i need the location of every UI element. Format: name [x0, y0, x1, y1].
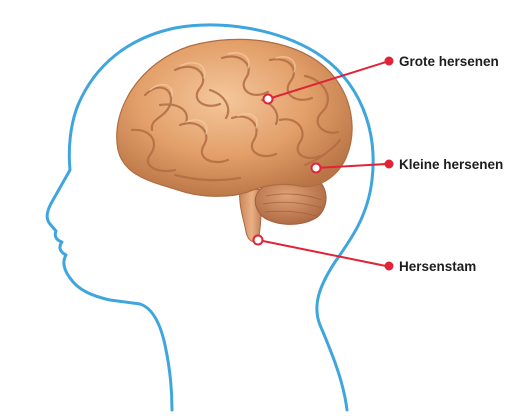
callout-cerebellum-anchor: [312, 164, 321, 173]
label-cerebrum: Grote hersenen: [399, 54, 499, 69]
brain-illustration: [117, 39, 352, 241]
label-brainstem: Hersenstam: [399, 259, 476, 274]
callout-brainstem-anchor: [254, 236, 263, 245]
label-cerebellum: Kleine hersenen: [399, 157, 503, 172]
callout-cerebrum-anchor: [264, 95, 273, 104]
callout-cerebrum-dot: [385, 57, 394, 66]
callout-cerebellum-dot: [385, 160, 394, 169]
callout-brainstem-dot: [385, 262, 394, 271]
callout-brainstem: [254, 236, 394, 271]
